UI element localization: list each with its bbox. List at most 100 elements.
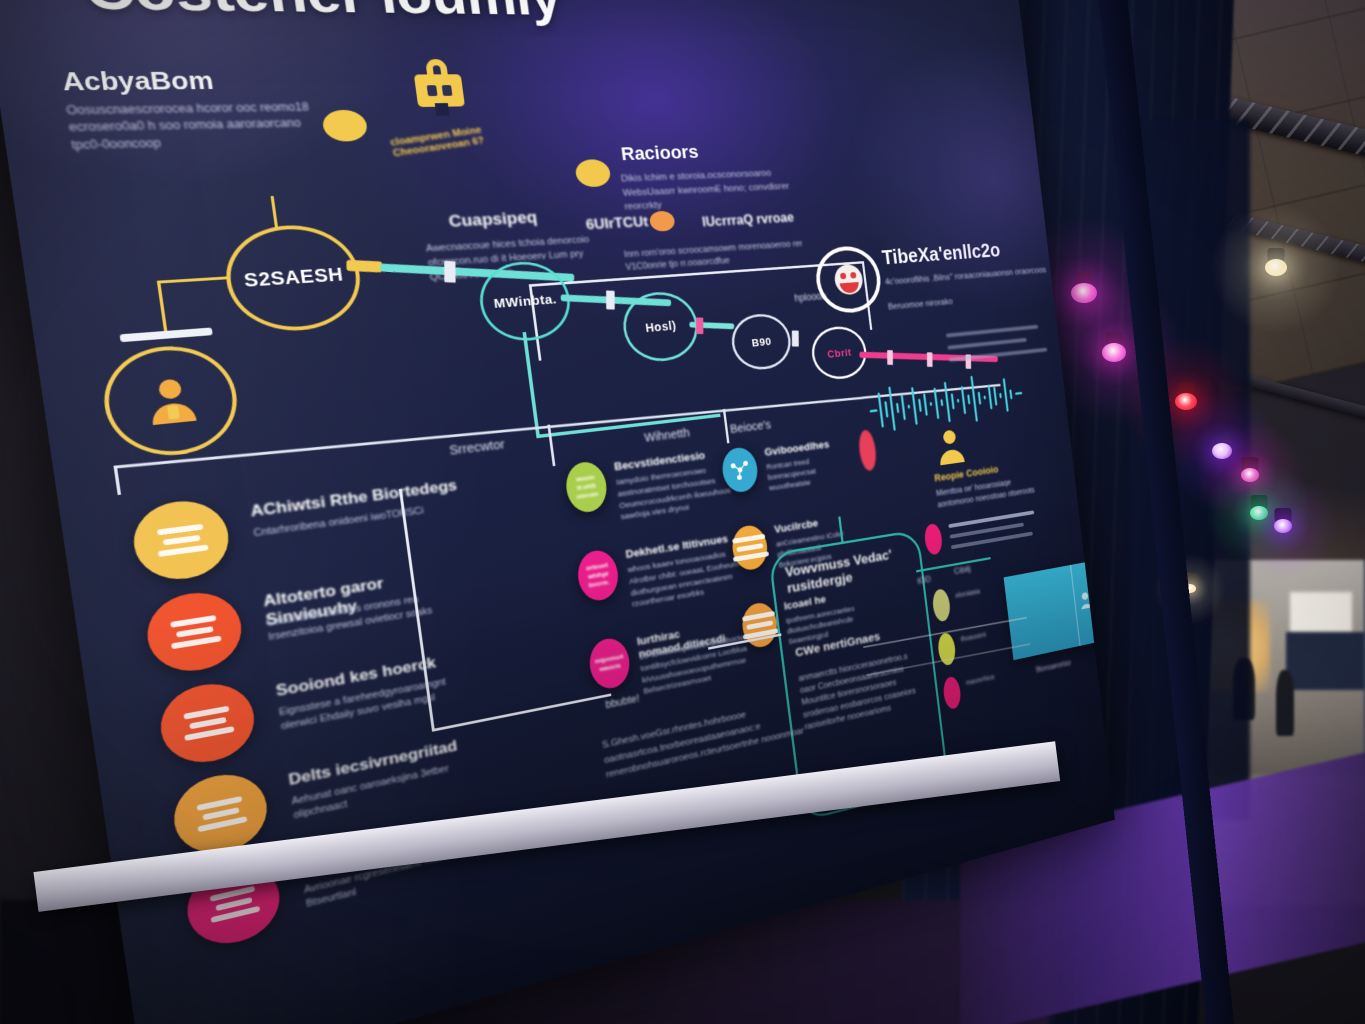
persona-branch-h (156, 276, 229, 284)
stack-lines-icon (181, 705, 235, 742)
green-spot-lens (1250, 506, 1268, 521)
upper-mid-badge (648, 210, 676, 232)
left-branch-label: Srrecwtor (448, 436, 506, 458)
divider-tick-left (113, 465, 122, 496)
bar-3 (170, 635, 222, 650)
stamp-title: TibeXa'enllc2o (880, 239, 1002, 270)
timeline-tick-5 (887, 350, 893, 365)
timeline-node-3-label: B90 (750, 334, 772, 349)
stamp-aux-line-2 (947, 337, 1027, 350)
pink-spot (1196, 421, 1304, 530)
far-right-dot-2-label: maorerhios (965, 672, 995, 687)
stack-lines-icon (194, 795, 248, 833)
mid-item-2-icon-oval: mipnmu4 waocis (586, 635, 633, 692)
callout-body: anmaerctts hiorciceraoonetroo.s oaor Coe… (797, 651, 917, 732)
timeline-node-1-label: MWinbta. (492, 291, 558, 312)
left-item-1-icon-circle (142, 586, 247, 678)
mid-item-0-icon-oval: wooin tt:eHS omroin (563, 459, 610, 515)
persona-ring: S2SAESH (219, 222, 367, 336)
persona-stem-top (270, 196, 279, 229)
activation-body: Oosuscnaescrorocea hcoror ooc reomo18 ec… (65, 100, 310, 152)
network-nodes-icon (727, 456, 753, 484)
bar-2 (746, 620, 774, 630)
bar-1 (732, 533, 766, 544)
activation-icon-label: cloamprwen Moine Cheooraoveoan 6? (389, 124, 486, 160)
left-item-0-icon-circle (128, 496, 234, 586)
far-right-label-left: tOD (916, 574, 932, 587)
house-light (1210, 201, 1342, 334)
far-right-dot-0 (931, 587, 952, 623)
house-light-lens (1265, 259, 1287, 277)
timeline-tick-1 (444, 260, 456, 283)
stack-lines-icon (168, 614, 222, 650)
red-spot (1120, 335, 1252, 468)
booth-screen (1290, 592, 1352, 632)
stack-lines-icon (155, 523, 209, 557)
bar-2 (176, 626, 214, 638)
stamp-ring (812, 244, 885, 316)
person-badge-icon (150, 378, 197, 426)
upper-mid-heading2: IUcrrraQ rvroae (701, 211, 795, 230)
callout-title: Vowvmuss Vedac' rusitdergje (784, 547, 893, 597)
mid-branch-label: Wihnetth (643, 425, 691, 445)
far-right-label-right: Cibitj (953, 564, 972, 577)
briefcase-lock-icon (413, 59, 465, 116)
board-title: Costener loumiy (78, 0, 564, 28)
violet-spot-2-lens (1274, 519, 1292, 534)
bar-3 (732, 551, 770, 562)
list-item[interactable]: orteuvt whihpi bvcrm. Dekhetl.se Ititivn… (575, 527, 747, 610)
violet-spot-2 (1229, 472, 1337, 581)
far-right-dot-item[interactable]: maorerhios (941, 664, 1009, 711)
stamp-badge-icon (833, 263, 865, 296)
factors-body: Dikis Ichim e storoia.ocsconorsoaroo Web… (620, 168, 790, 213)
activation-heading: AcbyaBom (60, 65, 216, 97)
divider-tick-mid (547, 424, 556, 467)
upper-mid-heading: Cuapsipeq (447, 208, 539, 232)
factors-heading: Racioors (619, 141, 700, 165)
upper-mid-sub: 6UIrTCUt (584, 213, 649, 233)
far-right-dot-item[interactable]: eloroiasia (931, 578, 998, 623)
bar-2 (736, 543, 764, 553)
timeline-node-2-label: Hosl) (644, 318, 678, 335)
timeline-tick-4 (791, 330, 799, 347)
activation-dot (320, 109, 369, 142)
mid-item-0-chip: wooin tt:eHS omroin (575, 473, 599, 501)
bar-2 (162, 534, 201, 546)
persona-branch-v (156, 280, 168, 333)
timeline-node-3[interactable]: B90 (728, 311, 794, 373)
timeline-tick-2 (606, 290, 615, 310)
person-icon (938, 429, 965, 466)
list-item[interactable]: mipnmu4 waocis Iurthirac nomaod.ditiecsd… (586, 611, 758, 697)
bar-3 (157, 544, 209, 557)
stamp-sub: 4c'oooroflihis .Bilns'' roraaconiauaonsn… (884, 265, 1047, 287)
timeline-node-4-label: Cbrit (826, 345, 853, 360)
attendee-2 (1276, 670, 1294, 736)
far-right-footnote: 9toroaeoriso (1035, 659, 1072, 675)
far-right-marker-dot (923, 522, 944, 556)
green-spot (1205, 459, 1313, 568)
left-item-2-icon-circle (155, 677, 260, 771)
stamp-sub2: Beruomoe nirorako (887, 297, 954, 312)
bar-1 (156, 523, 204, 536)
far-right-dot-0-label: eloroiasia (955, 587, 981, 600)
right-item-0-body: Rontcan treed bonrracqievcsat wuootheats… (765, 457, 817, 493)
board-bottom-note: S.Ghesh.voeGsr.rhnntes.hohrboooe oaotnas… (601, 709, 805, 781)
violet-spot-1-lens (1212, 443, 1232, 459)
persona-avatar-ring (96, 341, 244, 462)
timeline-seg-yellow (346, 259, 383, 273)
red-spot-lens (1175, 393, 1197, 411)
waveform-graphic (866, 368, 1028, 437)
pink-spot-lens (1241, 468, 1259, 483)
mid-item-1-icon-oval: orteuvt whihpi bvcrm. (575, 547, 621, 604)
stack-lines-icon (208, 885, 261, 924)
mid-item-1-chip: orteuvt whihpi bvcrm. (585, 561, 611, 589)
persona-ring-label: S2SAESH (242, 264, 345, 292)
factors-dot (574, 158, 612, 188)
timeline-tick-6 (926, 352, 933, 367)
violet-spot-1 (1162, 390, 1282, 511)
divider-tick-right (722, 408, 730, 444)
